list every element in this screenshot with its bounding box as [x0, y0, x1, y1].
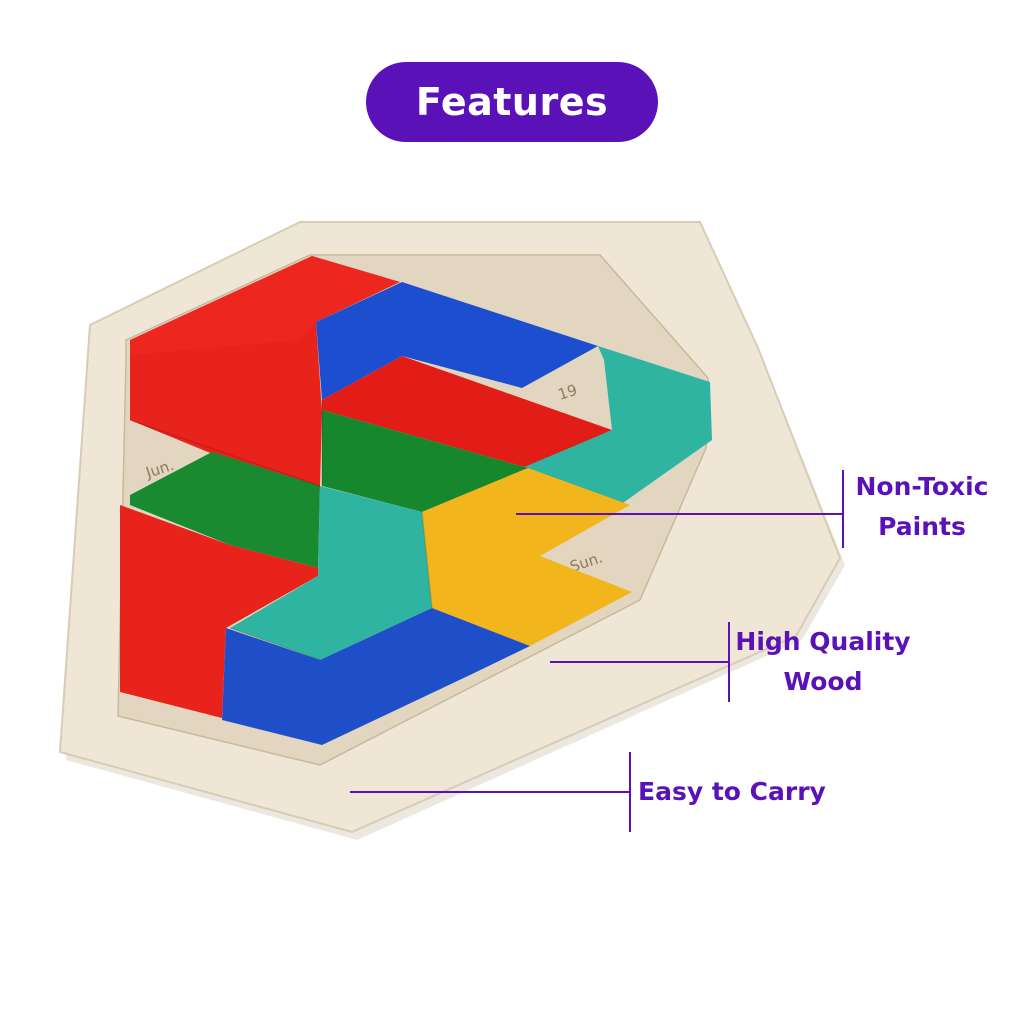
teal-piece-right [522, 346, 712, 505]
green-piece-center [322, 410, 528, 512]
callout-lines [350, 470, 844, 832]
callout-high-quality-line2: Wood [783, 667, 863, 696]
callout-easy-carry-line1: Easy to Carry [638, 777, 826, 806]
features-title-badge: Features [366, 62, 658, 142]
callout-non-toxic-paints: Non-Toxic Paints [848, 467, 996, 547]
features-title: Features [415, 80, 609, 124]
red-piece-bottom [120, 505, 318, 718]
callout-non-toxic-line2: Paints [878, 512, 966, 541]
callout-high-quality-line1: High Quality [735, 627, 911, 656]
green-piece-left [130, 452, 320, 568]
engraving-day: 19 [556, 381, 580, 404]
callout-high-quality-wood: High Quality Wood [734, 622, 912, 702]
callout-easy-to-carry: Easy to Carry [638, 772, 826, 812]
red-piece-middle [322, 356, 612, 468]
yellow-piece [422, 468, 632, 646]
callout-non-toxic-line1: Non-Toxic [855, 472, 989, 501]
blue-piece-top [316, 282, 598, 400]
blue-piece-bottom [222, 608, 530, 745]
teal-piece-center [230, 486, 432, 660]
